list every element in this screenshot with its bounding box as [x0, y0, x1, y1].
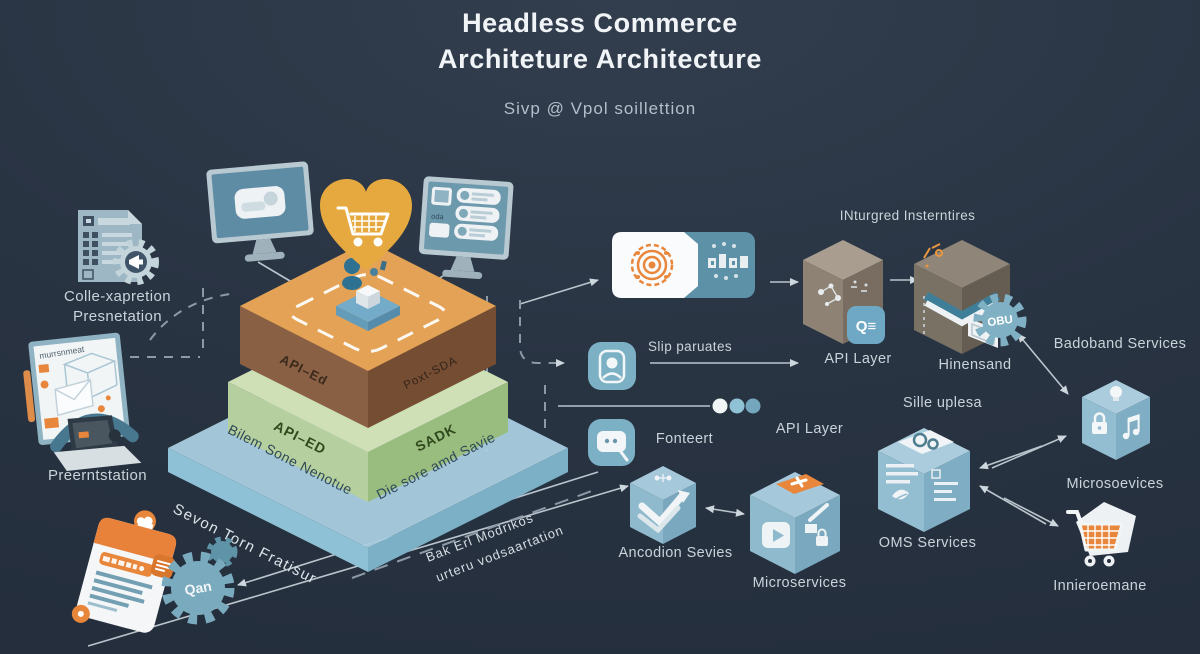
text-lines-left	[886, 464, 918, 484]
microservices-label: Microservices	[752, 575, 847, 591]
bulb-icon	[1110, 386, 1122, 398]
checklist-document-icon	[78, 210, 159, 285]
oms-cube	[878, 428, 970, 532]
line-to-integration-card	[519, 278, 599, 305]
shopping-cart-icon	[1066, 502, 1136, 567]
pencil-lock-glyphs	[805, 503, 829, 546]
glyph-pattern	[708, 242, 748, 280]
checklist-squares	[82, 232, 98, 280]
chat-box-icon	[597, 431, 626, 452]
laptop-arc-icon	[50, 413, 142, 471]
q-badge-text: Q≡	[856, 318, 877, 335]
orange-card-icon	[71, 510, 177, 633]
line-into-cart	[1003, 497, 1059, 527]
page-title-line2: Architeture Architecture	[438, 44, 762, 74]
line-oms-to-music	[991, 435, 1067, 469]
pyramid-stack: API–Ed Poxt-SDA API–ED SADK Bilem Sone N…	[168, 179, 568, 572]
dashed-track	[289, 273, 447, 353]
hinensand-label: Hinensand	[938, 357, 1012, 373]
page-title-line1: Headless Commerce	[462, 8, 738, 38]
text-lines-right	[931, 469, 958, 501]
fonteert-label: Fonteert	[655, 431, 714, 447]
collab-label-line2: Presnetation	[72, 308, 163, 326]
integrated-label: INturgred Insterntires	[839, 208, 976, 223]
pill-glyph-marks	[102, 555, 145, 572]
orange-accent-marks	[923, 243, 943, 268]
progress-dots	[712, 398, 761, 414]
q-badge	[847, 306, 885, 344]
slip-label: Slip paruates	[648, 339, 732, 354]
gear-text: Qan	[183, 578, 213, 598]
integration-card	[612, 232, 755, 298]
card-text-lines	[89, 570, 153, 608]
oms-label: OMS Services	[878, 535, 977, 551]
basket-grid	[1082, 525, 1119, 549]
obu-gear-icon: OBU	[973, 293, 1027, 347]
fonteert-icon-tile	[588, 419, 635, 466]
ancodion-cube	[630, 466, 696, 544]
cart-glyph	[336, 206, 390, 247]
share-glyph	[654, 474, 672, 482]
customer-icon-tile	[588, 342, 636, 390]
dashed-to-person-icon	[519, 300, 565, 367]
lock-icon	[1092, 412, 1107, 434]
growth-check-icon	[637, 490, 690, 534]
microservices-cube	[750, 472, 840, 574]
broadband-cube	[1082, 380, 1150, 460]
listing-monitor-icon: oda	[418, 176, 514, 280]
leaf-icon	[892, 489, 909, 500]
music-note-icon	[1122, 414, 1140, 440]
badoband-label: Badoband Services	[1053, 336, 1187, 352]
line-obu-music	[1017, 333, 1069, 395]
api-cube-label: API Layer	[824, 351, 892, 367]
collab-label-line1: Colle-xapretion	[64, 288, 171, 305]
ancodion-label: Ancodion Sevies	[618, 545, 733, 561]
microsoevices-label: Microsoevices	[1066, 476, 1164, 492]
api-layer-label: API Layer	[775, 421, 844, 437]
page-subtitle: Sivp @ Vpol soillettion	[503, 99, 697, 118]
presentation-label: Preerntstation	[48, 467, 147, 484]
orange-rings-icon	[630, 243, 674, 287]
wireframe-box	[62, 352, 118, 399]
node-scatter-glyph	[818, 280, 868, 306]
platform-icon	[336, 258, 400, 331]
hinensand-cube: OBU	[914, 240, 1027, 354]
pyramid-layer-brown	[240, 306, 496, 428]
monitor-list-rows	[454, 187, 501, 241]
connector-lines	[87, 261, 1069, 647]
megaphone-gear-icon	[113, 239, 159, 285]
line-ancodion-microservices	[705, 505, 745, 517]
play-icon	[762, 522, 790, 548]
chevron-band	[923, 292, 1001, 322]
obu-gear-text: OBU	[987, 314, 1014, 329]
line-into-oms-bottom	[979, 485, 1047, 525]
person-figure	[344, 258, 360, 274]
sille-label: Sille uplesa	[903, 395, 982, 411]
cart-label: Innieroemane	[1053, 578, 1147, 594]
dashed-diagonal-bottom	[351, 487, 601, 579]
qan-gear-icon: Qan	[161, 536, 238, 625]
heart-cart-icon	[320, 179, 412, 270]
storefront-monitor-icon	[206, 161, 314, 262]
api-layer-cube: Q≡	[803, 240, 885, 344]
collab-label: Colle-xapretion Presnetation	[25, 287, 210, 328]
right-monitor-text: oda	[431, 212, 445, 222]
person-icon	[606, 357, 618, 369]
line-into-oms-top	[979, 445, 1043, 470]
